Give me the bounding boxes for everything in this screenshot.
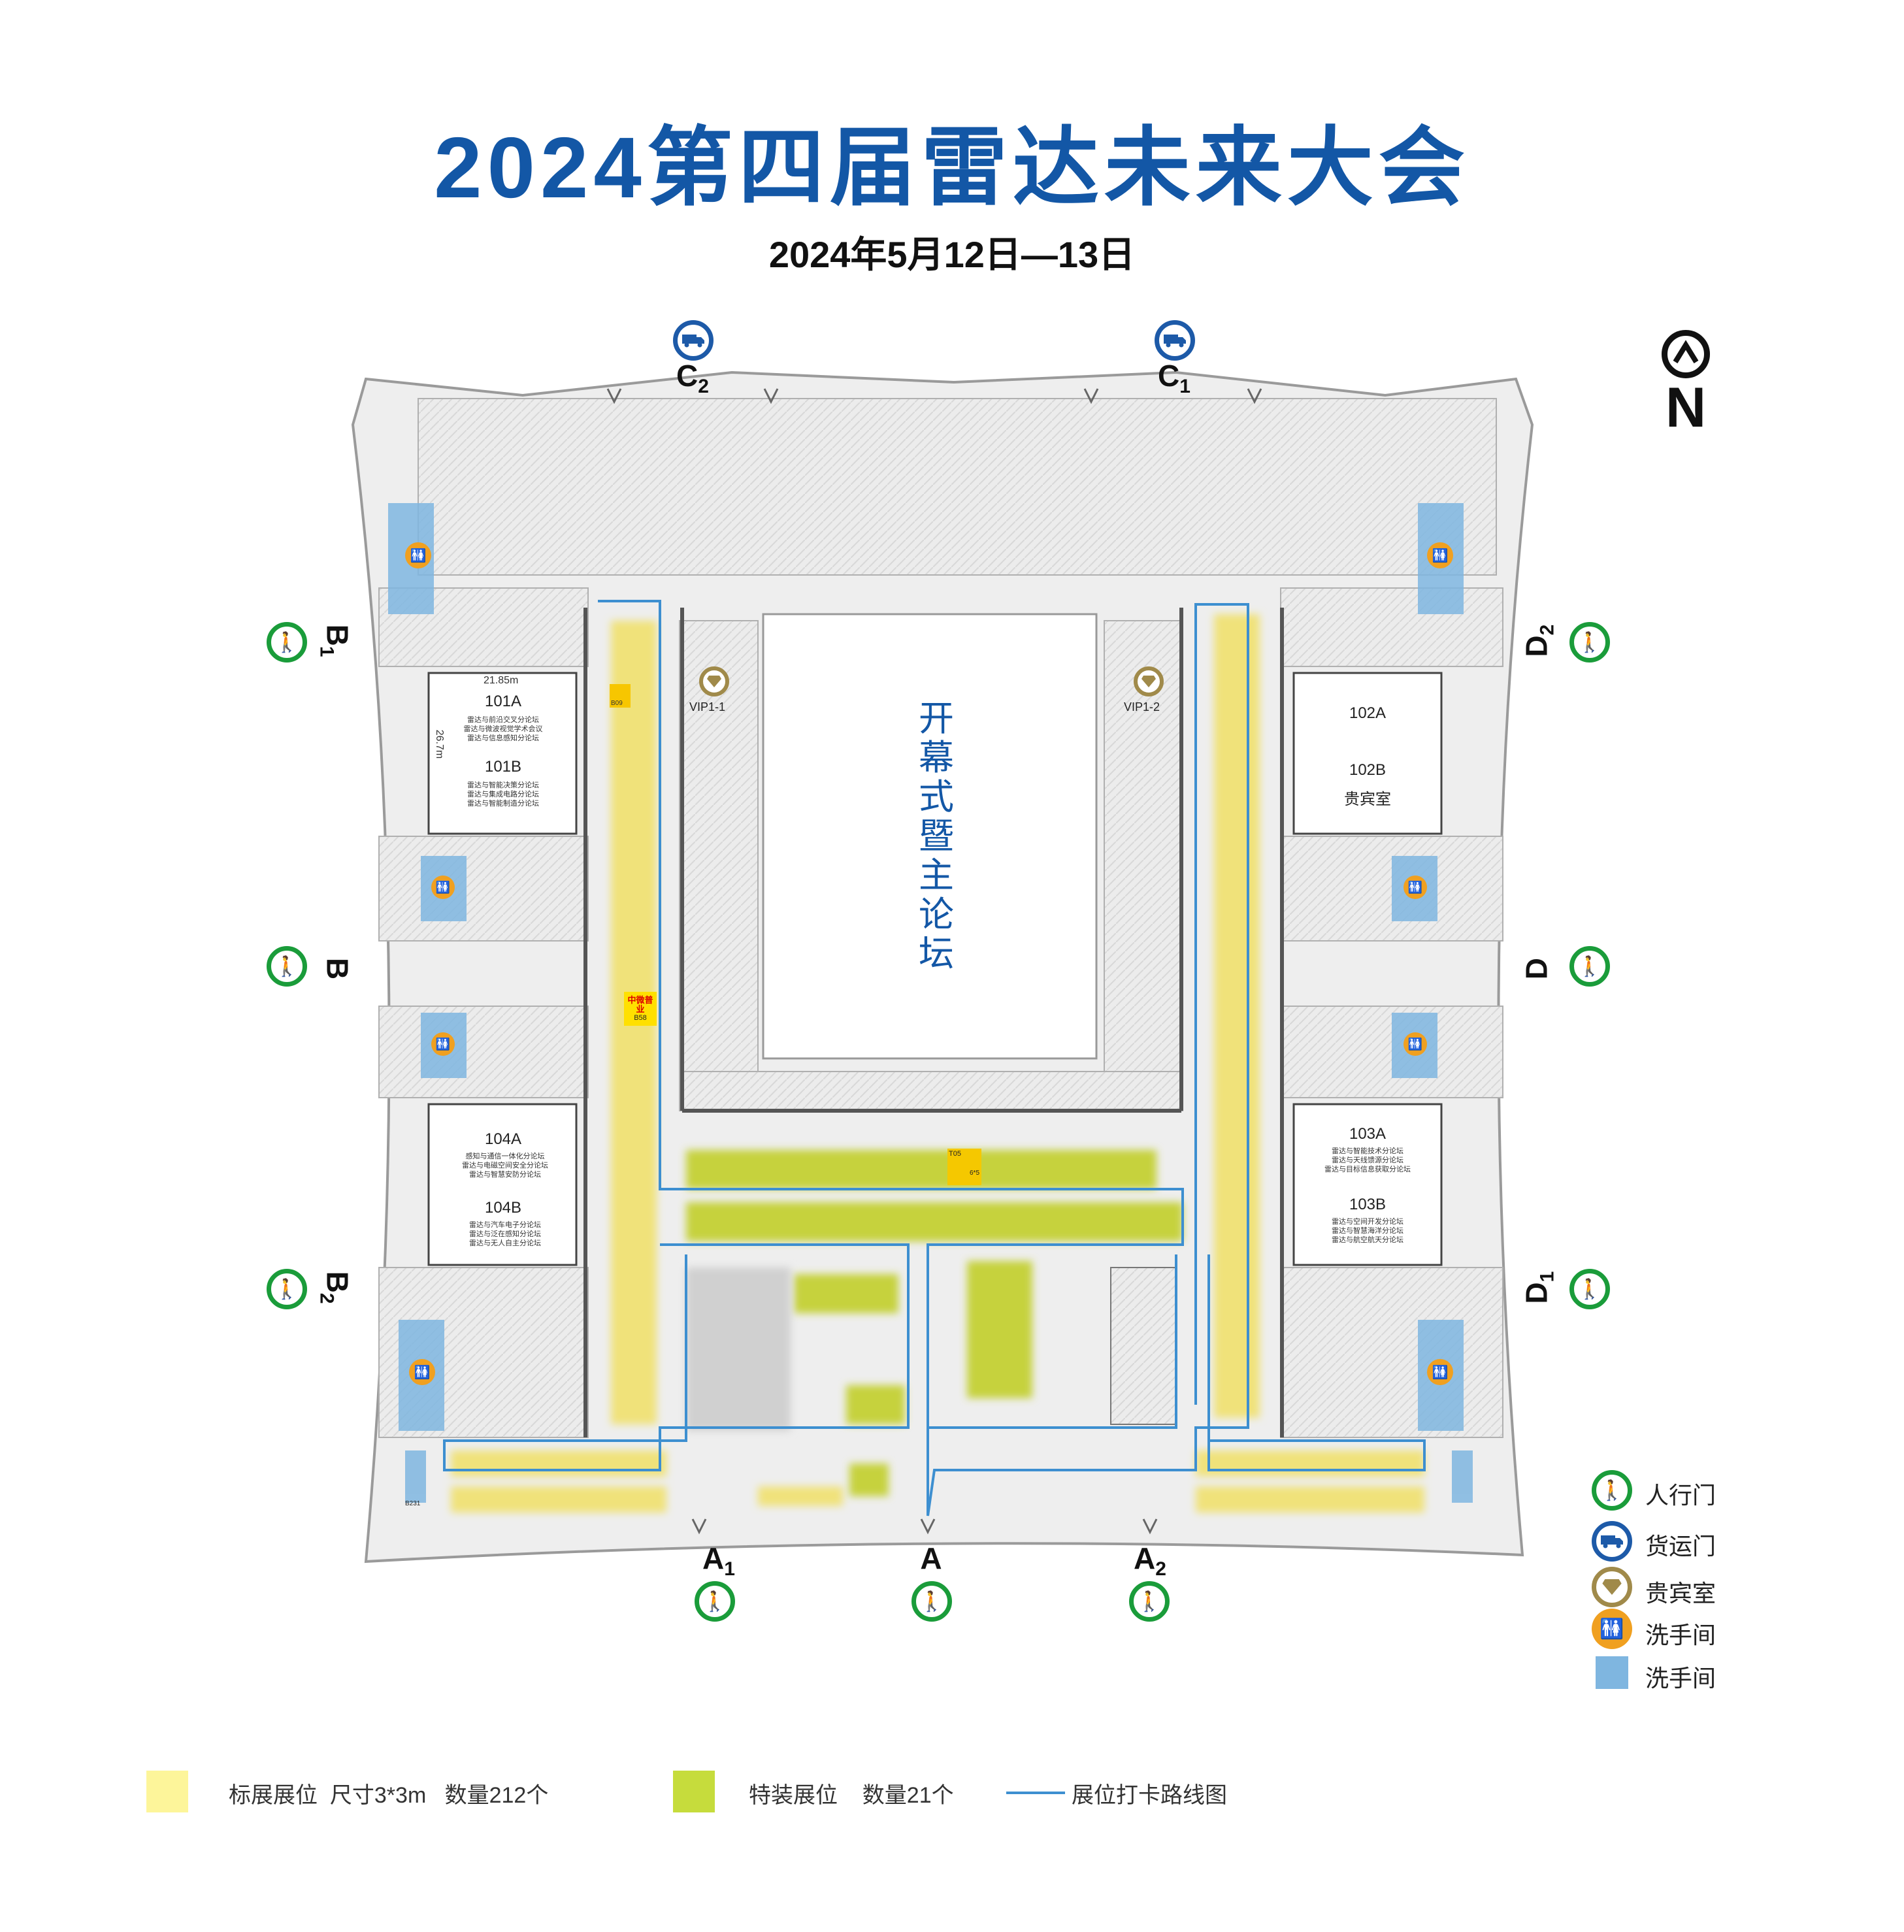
pedestrian-gate-a-icon[interactable]: 🚶 (911, 1581, 952, 1622)
gate-a1-label: A1 (702, 1541, 735, 1580)
pedestrian-gate-b2-icon[interactable]: 🚶 (267, 1269, 307, 1309)
booth-t05: T05 6*5 (947, 1149, 981, 1185)
page-title: 2024第四届雷达未来大会 (434, 120, 1470, 216)
info-board-left (405, 1450, 426, 1503)
legend-standard-booth-swatch (146, 1771, 188, 1812)
info-board-right (1452, 1450, 1473, 1503)
main-hall (762, 613, 1098, 1060)
south-west-area (686, 1268, 791, 1431)
restroom-icon: 🚻 (409, 1359, 435, 1385)
restroom-icon: 🚻 (1427, 542, 1453, 568)
pedestrian-gate-b-icon[interactable]: 🚶 (267, 946, 307, 987)
legend-restroom-area-label: 洗手间 (1645, 1665, 1716, 1692)
room-102b-title: 102B (1349, 761, 1387, 779)
gate-d-label: D (1519, 957, 1554, 980)
vip-2-label: VIP1-2 (1124, 700, 1160, 713)
room-102a-title: 102A (1349, 704, 1387, 722)
pedestrian-gate-a1-icon[interactable]: 🚶 (695, 1581, 735, 1622)
room-101a-forums: 雷达与前沿交叉分论坛雷达与微波视觉学术会议雷达与信息感知分论坛 (463, 716, 543, 742)
legend-standard-booth-label: 标展展位 尺寸3*3m 数量212个 (229, 1783, 549, 1808)
room-103a-forums: 雷达与智能技术分论坛雷达与天线馈源分论坛雷达与目标信息获取分论坛 (1324, 1147, 1411, 1173)
legend-freight-icon (1592, 1521, 1632, 1562)
legend-pedestrian-label: 人行门 (1645, 1482, 1716, 1509)
compass: N (1653, 330, 1718, 437)
room-101-height: 26.7m (434, 729, 446, 759)
vip-1-label: VIP1-1 (689, 700, 726, 713)
room-101-width: 21.85m (484, 675, 519, 686)
room-102b-vip-label: 贵宾室 (1344, 791, 1391, 808)
door-arrows (606, 388, 1262, 1535)
event-date: 2024年5月12日—13日 (768, 234, 1136, 275)
gate-a2-label: A2 (1134, 1541, 1166, 1580)
south-stairs (1110, 1267, 1177, 1425)
legend-special-booth-swatch (673, 1771, 715, 1812)
pedestrian-gate-b1-icon[interactable]: 🚶 (267, 622, 307, 663)
room-104a-title: 104A (484, 1130, 522, 1148)
booth-b09: B09 (610, 684, 631, 708)
north-label: N (1665, 376, 1707, 439)
restroom-icon: 🚻 (431, 1032, 455, 1056)
legend-restroom-icon: 🚻 (1592, 1609, 1632, 1649)
pedestrian-gate-d-icon[interactable]: 🚶 (1569, 946, 1610, 987)
room-103a-title: 103A (1349, 1125, 1387, 1143)
vip-2-icon (1134, 666, 1164, 696)
gate-c2-label: C2 (676, 359, 709, 398)
main-hall-label: 开幕式暨主论坛 (919, 699, 954, 974)
pedestrian-gate-a2-icon[interactable]: 🚶 (1129, 1581, 1170, 1622)
gate-b1-label: B1 (316, 624, 355, 657)
booth-b58: 中微普业 B58 (624, 992, 657, 1026)
gate-a-label: A (920, 1541, 942, 1575)
special-booths (686, 1150, 1183, 1496)
pedestrian-gate-d2-icon[interactable]: 🚶 (1569, 622, 1610, 663)
freight-gate-c1-icon[interactable] (1155, 320, 1195, 361)
restroom-icon: 🚻 (405, 542, 431, 568)
pedestrian-gate-d1-icon[interactable]: 🚶 (1569, 1269, 1610, 1309)
gate-d1-label: D1 (1519, 1271, 1558, 1304)
gate-d2-label: D2 (1519, 624, 1558, 657)
legend-route-label: 展位打卡路线图 (1072, 1782, 1227, 1809)
legend-special-booth-label: 特装展位 数量21个 (749, 1783, 954, 1808)
room-104b-title: 104B (484, 1199, 522, 1217)
legend-restroom-area-swatch (1596, 1656, 1628, 1689)
restroom-icon: 🚻 (1403, 1032, 1427, 1056)
room-101a-title: 101A (484, 693, 522, 710)
booth-b231: B231 (405, 1500, 421, 1507)
legend-route-line (1006, 1792, 1065, 1794)
room-104b-forums: 雷达与汽车电子分论坛雷达与泛在感知分论坛雷达与无人自主分论坛 (469, 1221, 541, 1247)
freight-gate-c2-icon[interactable] (673, 320, 714, 361)
legend-vip-label: 贵宾室 (1645, 1580, 1716, 1607)
restroom-icon: 🚻 (431, 876, 455, 899)
booth-route-line (598, 600, 1249, 1516)
legend-freight-label: 货运门 (1645, 1533, 1716, 1560)
room-103b-forums: 雷达与空间开发分论坛雷达与智慧海洋分论坛雷达与航空航天分论坛 (1332, 1218, 1403, 1244)
restroom-icon: 🚻 (1403, 876, 1427, 899)
vip-1-icon (699, 666, 729, 696)
gate-b-label: B (320, 957, 355, 980)
restroom-icon: 🚻 (1427, 1359, 1453, 1385)
room-101b-title: 101B (484, 758, 522, 776)
gate-b2-label: B2 (316, 1271, 355, 1304)
north-arrow-icon (1662, 330, 1710, 378)
meeting-rooms (427, 672, 1443, 1266)
room-103b-title: 103B (1349, 1196, 1387, 1213)
standard-booths (451, 614, 1424, 1513)
room-101b-forums: 雷达与智能决策分论坛雷达与集成电路分论坛雷达与智能制造分论坛 (467, 781, 539, 808)
legend-pedestrian-icon: 🚶 (1592, 1470, 1632, 1511)
legend-restroom-label: 洗手间 (1645, 1622, 1716, 1648)
legend-vip-icon (1592, 1567, 1632, 1607)
gate-c1-label: C1 (1158, 359, 1190, 398)
room-104a-forums: 感知与通信一体化分论坛雷达与电磁空间安全分论坛雷达与智慧安防分论坛 (462, 1153, 548, 1179)
